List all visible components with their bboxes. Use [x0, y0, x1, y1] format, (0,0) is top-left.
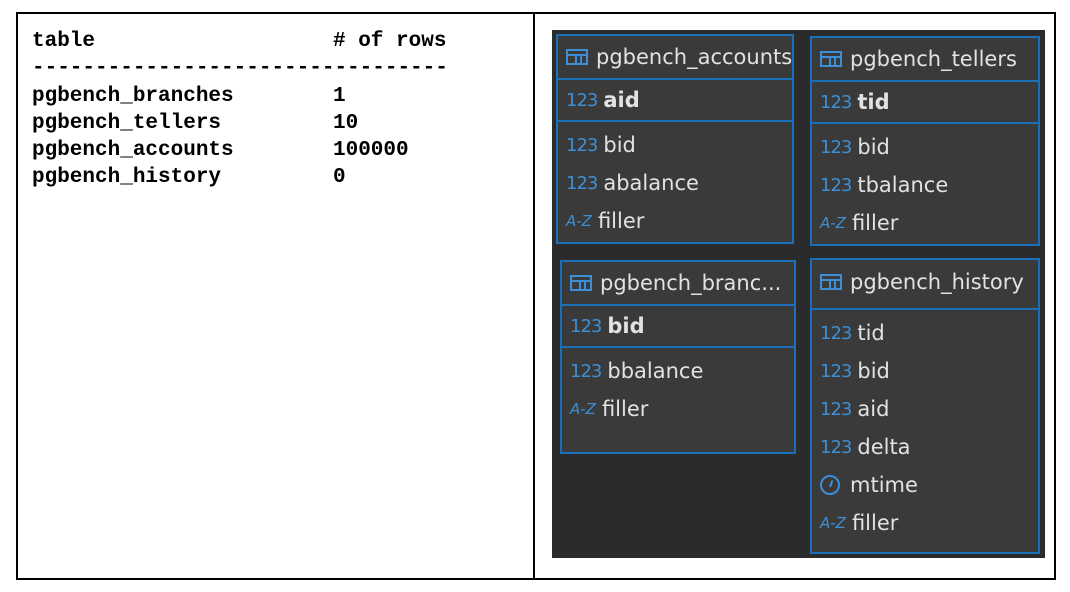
column-row[interactable]: 123 tbalance: [812, 166, 1038, 204]
column-row[interactable]: 123 bid: [558, 126, 792, 164]
figure-frame: [16, 12, 1056, 580]
table-icon: [566, 49, 588, 65]
column-row[interactable]: 123 bid: [812, 128, 1038, 166]
column-name: filler: [851, 511, 899, 535]
column-name: aid: [603, 88, 640, 112]
column-row[interactable]: 123 abalance: [558, 164, 792, 202]
column-row[interactable]: A-Z filler: [812, 204, 1038, 242]
column-name: tid: [857, 321, 885, 345]
row-name: pgbench_tellers: [32, 112, 222, 135]
er-diagram-canvas[interactable]: pgbench_accounts 123 aid 123 bid 123 aba…: [552, 30, 1045, 558]
column-row[interactable]: 123 aid: [812, 390, 1038, 428]
column-header-rows: # of rows: [333, 30, 447, 53]
column-name: bid: [603, 133, 636, 157]
column-name: bbalance: [607, 359, 704, 383]
text-type-icon: A-Z: [570, 400, 596, 418]
row-name: pgbench_branches: [32, 85, 234, 108]
primary-key-row[interactable]: 123 bid: [562, 306, 794, 348]
column-name: tid: [857, 90, 890, 114]
entity-pgbench-accounts[interactable]: pgbench_accounts 123 aid 123 bid 123 aba…: [556, 34, 794, 244]
entity-title-label: pgbench_branc...: [600, 271, 782, 295]
column-name: filler: [851, 211, 899, 235]
numeric-type-icon: 123: [566, 134, 598, 156]
column-name: abalance: [603, 171, 699, 195]
numeric-type-icon: 123: [820, 174, 852, 196]
text-type-icon: A-Z: [820, 514, 846, 532]
column-header-table: table: [32, 30, 96, 53]
column-row[interactable]: 123 tid: [812, 314, 1038, 352]
entity-title[interactable]: pgbench_history: [812, 260, 1038, 304]
text-type-icon: A-Z: [820, 214, 846, 232]
entity-title[interactable]: pgbench_accounts: [558, 36, 792, 80]
column-row[interactable]: A-Z filler: [558, 202, 792, 240]
numeric-type-icon: 123: [570, 360, 602, 382]
column-name: bid: [857, 135, 890, 159]
column-name: tbalance: [857, 173, 949, 197]
primary-key-row[interactable]: 123 aid: [558, 80, 792, 122]
column-name: mtime: [850, 473, 918, 497]
entity-title[interactable]: pgbench_tellers: [812, 38, 1038, 82]
entity-title-label: pgbench_accounts: [596, 45, 792, 69]
text-type-icon: A-Z: [566, 212, 592, 230]
column-name: aid: [857, 397, 890, 421]
table-icon: [820, 51, 842, 67]
numeric-type-icon: 123: [820, 91, 852, 113]
column-name: filler: [601, 397, 649, 421]
entity-title-label: pgbench_history: [850, 270, 1024, 294]
row-name: pgbench_accounts: [32, 139, 234, 162]
table-icon: [820, 274, 842, 290]
numeric-type-icon: 123: [566, 172, 598, 194]
column-row[interactable]: 123 bid: [812, 352, 1038, 390]
numeric-type-icon: 123: [820, 398, 852, 420]
table-icon: [570, 275, 592, 291]
column-row[interactable]: 123 bbalance: [562, 352, 794, 390]
numeric-type-icon: 123: [570, 315, 602, 337]
numeric-type-icon: 123: [820, 360, 852, 382]
panel-divider: [533, 12, 535, 580]
column-name: delta: [857, 435, 911, 459]
numeric-type-icon: 123: [820, 436, 852, 458]
column-row[interactable]: A-Z filler: [562, 390, 794, 428]
primary-key-row[interactable]: 123 tid: [812, 82, 1038, 124]
entity-pgbench-branches[interactable]: pgbench_branc... 123 bid 123 bbalance A-…: [560, 260, 796, 454]
row-count: 0: [333, 166, 346, 189]
entity-title[interactable]: pgbench_branc...: [562, 262, 794, 306]
key-separator: [812, 304, 1038, 310]
numeric-type-icon: 123: [820, 322, 852, 344]
entity-pgbench-tellers[interactable]: pgbench_tellers 123 tid 123 bid 123 tbal…: [810, 36, 1040, 246]
clock-icon: [820, 475, 840, 495]
entity-pgbench-history[interactable]: pgbench_history 123 tid 123 bid 123 aid …: [810, 258, 1040, 554]
column-name: bid: [857, 359, 890, 383]
numeric-type-icon: 123: [566, 89, 598, 111]
row-count: 1: [333, 85, 346, 108]
numeric-type-icon: 123: [820, 136, 852, 158]
row-count: 10: [333, 112, 359, 135]
column-row[interactable]: 123 delta: [812, 428, 1038, 466]
column-row[interactable]: mtime: [812, 466, 1038, 504]
separator-line: ---------------------------------: [32, 57, 448, 80]
row-name: pgbench_history: [32, 166, 222, 189]
column-row[interactable]: A-Z filler: [812, 504, 1038, 542]
row-count: 100000: [333, 139, 409, 162]
entity-title-label: pgbench_tellers: [850, 47, 1017, 71]
column-name: filler: [597, 209, 645, 233]
column-name: bid: [607, 314, 645, 338]
